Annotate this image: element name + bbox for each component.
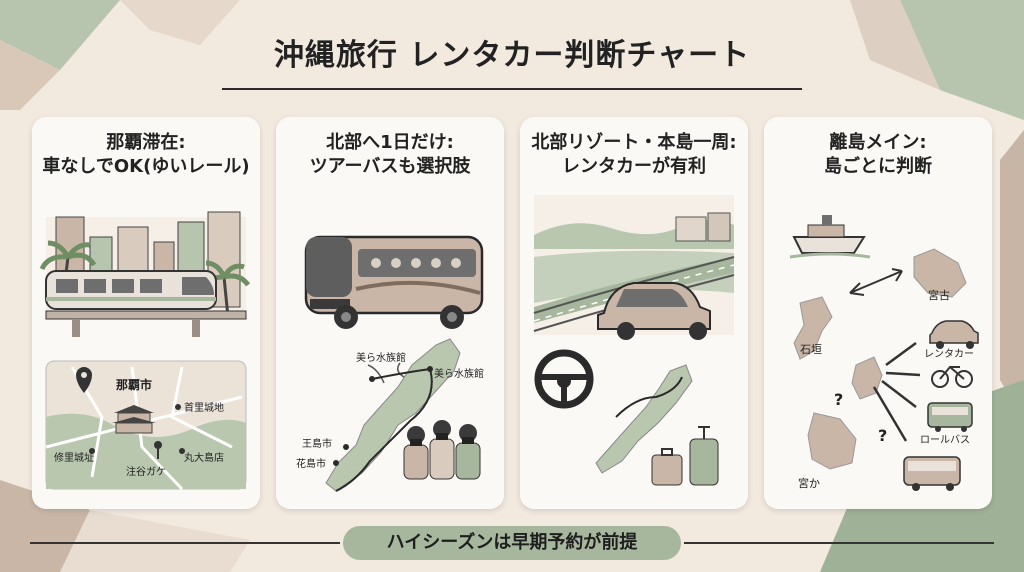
car-icon — [929, 320, 979, 349]
tour-bus-illustration: 美ら水族館 美ら水族館 王島市 花島市 — [296, 235, 484, 492]
map-label-shurijo-ruins: 修里城址 — [54, 451, 94, 464]
card-north-day-trip: 北部へ1日だけ: ツアーバスも選択肢 美ら水族館 美ら水族館 王島市 — [276, 117, 504, 509]
card-title-line1: 北部リゾート・本島一周: — [531, 132, 737, 153]
islands-illustration: 宮古 石垣 ? ? 宮か レンタカー ロールバス — [789, 215, 979, 491]
tour-bus-icon — [304, 235, 484, 329]
ferry-icon — [789, 215, 871, 259]
map-label-aquarium-right: 美ら水族館 — [434, 367, 484, 380]
card-title-line1: 那覇滞在: — [106, 132, 186, 153]
okinawa-map — [325, 338, 461, 492]
card-north-resort: 北部リゾート・本島一周: レンタカーが有利 — [520, 117, 748, 509]
car-icon — [597, 282, 711, 340]
map-label-maruhiro: 丸大島店 — [184, 451, 224, 464]
rental-car-illustration — [533, 195, 735, 486]
card-title-line2: ツアーバスも選択肢 — [309, 156, 471, 177]
card-naha-stay: 那覇滞在: 車なしでOK(ゆいレール) — [32, 117, 260, 509]
page-title: 沖縄旅行 レンタカー判断チャート — [273, 38, 751, 73]
naha-illustration: 那覇市 ⾸里城地 修里城址 丸大島店 注谷ガケ — [39, 211, 251, 491]
footer-note: ハイシーズンは早期予約が前提 — [343, 526, 681, 560]
option-label-rental-car: レンタカー — [924, 348, 974, 360]
option-label-roll-bus: ロールバス — [920, 434, 970, 446]
card-title-line2: 島ごとに判断 — [824, 156, 932, 177]
monorail-icon — [45, 270, 217, 310]
arrows-group — [872, 341, 921, 442]
island-label-miyaka: 宮か — [798, 476, 820, 490]
footer-line-right — [684, 542, 994, 544]
island-label-ishigaki: 石垣 — [800, 343, 822, 356]
map-label-aquarium-top: 美ら水族館 — [356, 351, 406, 364]
island-label-miyako: 宮古 — [928, 288, 950, 302]
castle-icon — [112, 405, 156, 434]
card-title: 北部リゾート・本島一周: レンタカーが有利 — [520, 131, 748, 179]
bicycle-icon — [931, 365, 973, 388]
map-label-city: 那覇市 — [116, 377, 152, 392]
card-title-line2: 車なしでOK(ゆいレール) — [42, 156, 250, 177]
map-label-oujima: 王島市 — [302, 437, 332, 450]
footer-line-left — [30, 542, 340, 544]
card-remote-islands: 離島メイン: 島ごとに判断 宮古 石垣 ? ? 宮か レンタカー — [764, 117, 992, 509]
card-title-line1: 離島メイン: — [829, 132, 927, 153]
map-pin-icon — [76, 367, 92, 393]
bus-icon — [903, 456, 961, 491]
card-title: 那覇滞在: 車なしでOK(ゆいレール) — [32, 131, 260, 179]
bus-icon — [927, 402, 973, 432]
map-label-shuri: ⾸里城地 — [184, 401, 224, 414]
page-title-block: 沖縄旅行 レンタカー判断チャート — [222, 30, 802, 92]
card-title: 離島メイン: 島ごとに判断 — [764, 131, 992, 179]
map-label-hanashima: 花島市 — [296, 457, 326, 470]
question-mark: ? — [878, 426, 887, 445]
card-title-line1: 北部へ1日だけ: — [326, 132, 454, 153]
card-title: 北部へ1日だけ: ツアーバスも選択肢 — [276, 131, 504, 179]
steering-wheel-icon — [534, 349, 594, 409]
card-title-line2: レンタカーが有利 — [562, 156, 706, 177]
map-label-station: 注谷ガケ — [126, 465, 166, 478]
luggage-icon — [651, 426, 719, 486]
title-underline — [222, 88, 802, 90]
question-mark: ? — [834, 390, 843, 409]
tourists-icon — [403, 420, 481, 480]
